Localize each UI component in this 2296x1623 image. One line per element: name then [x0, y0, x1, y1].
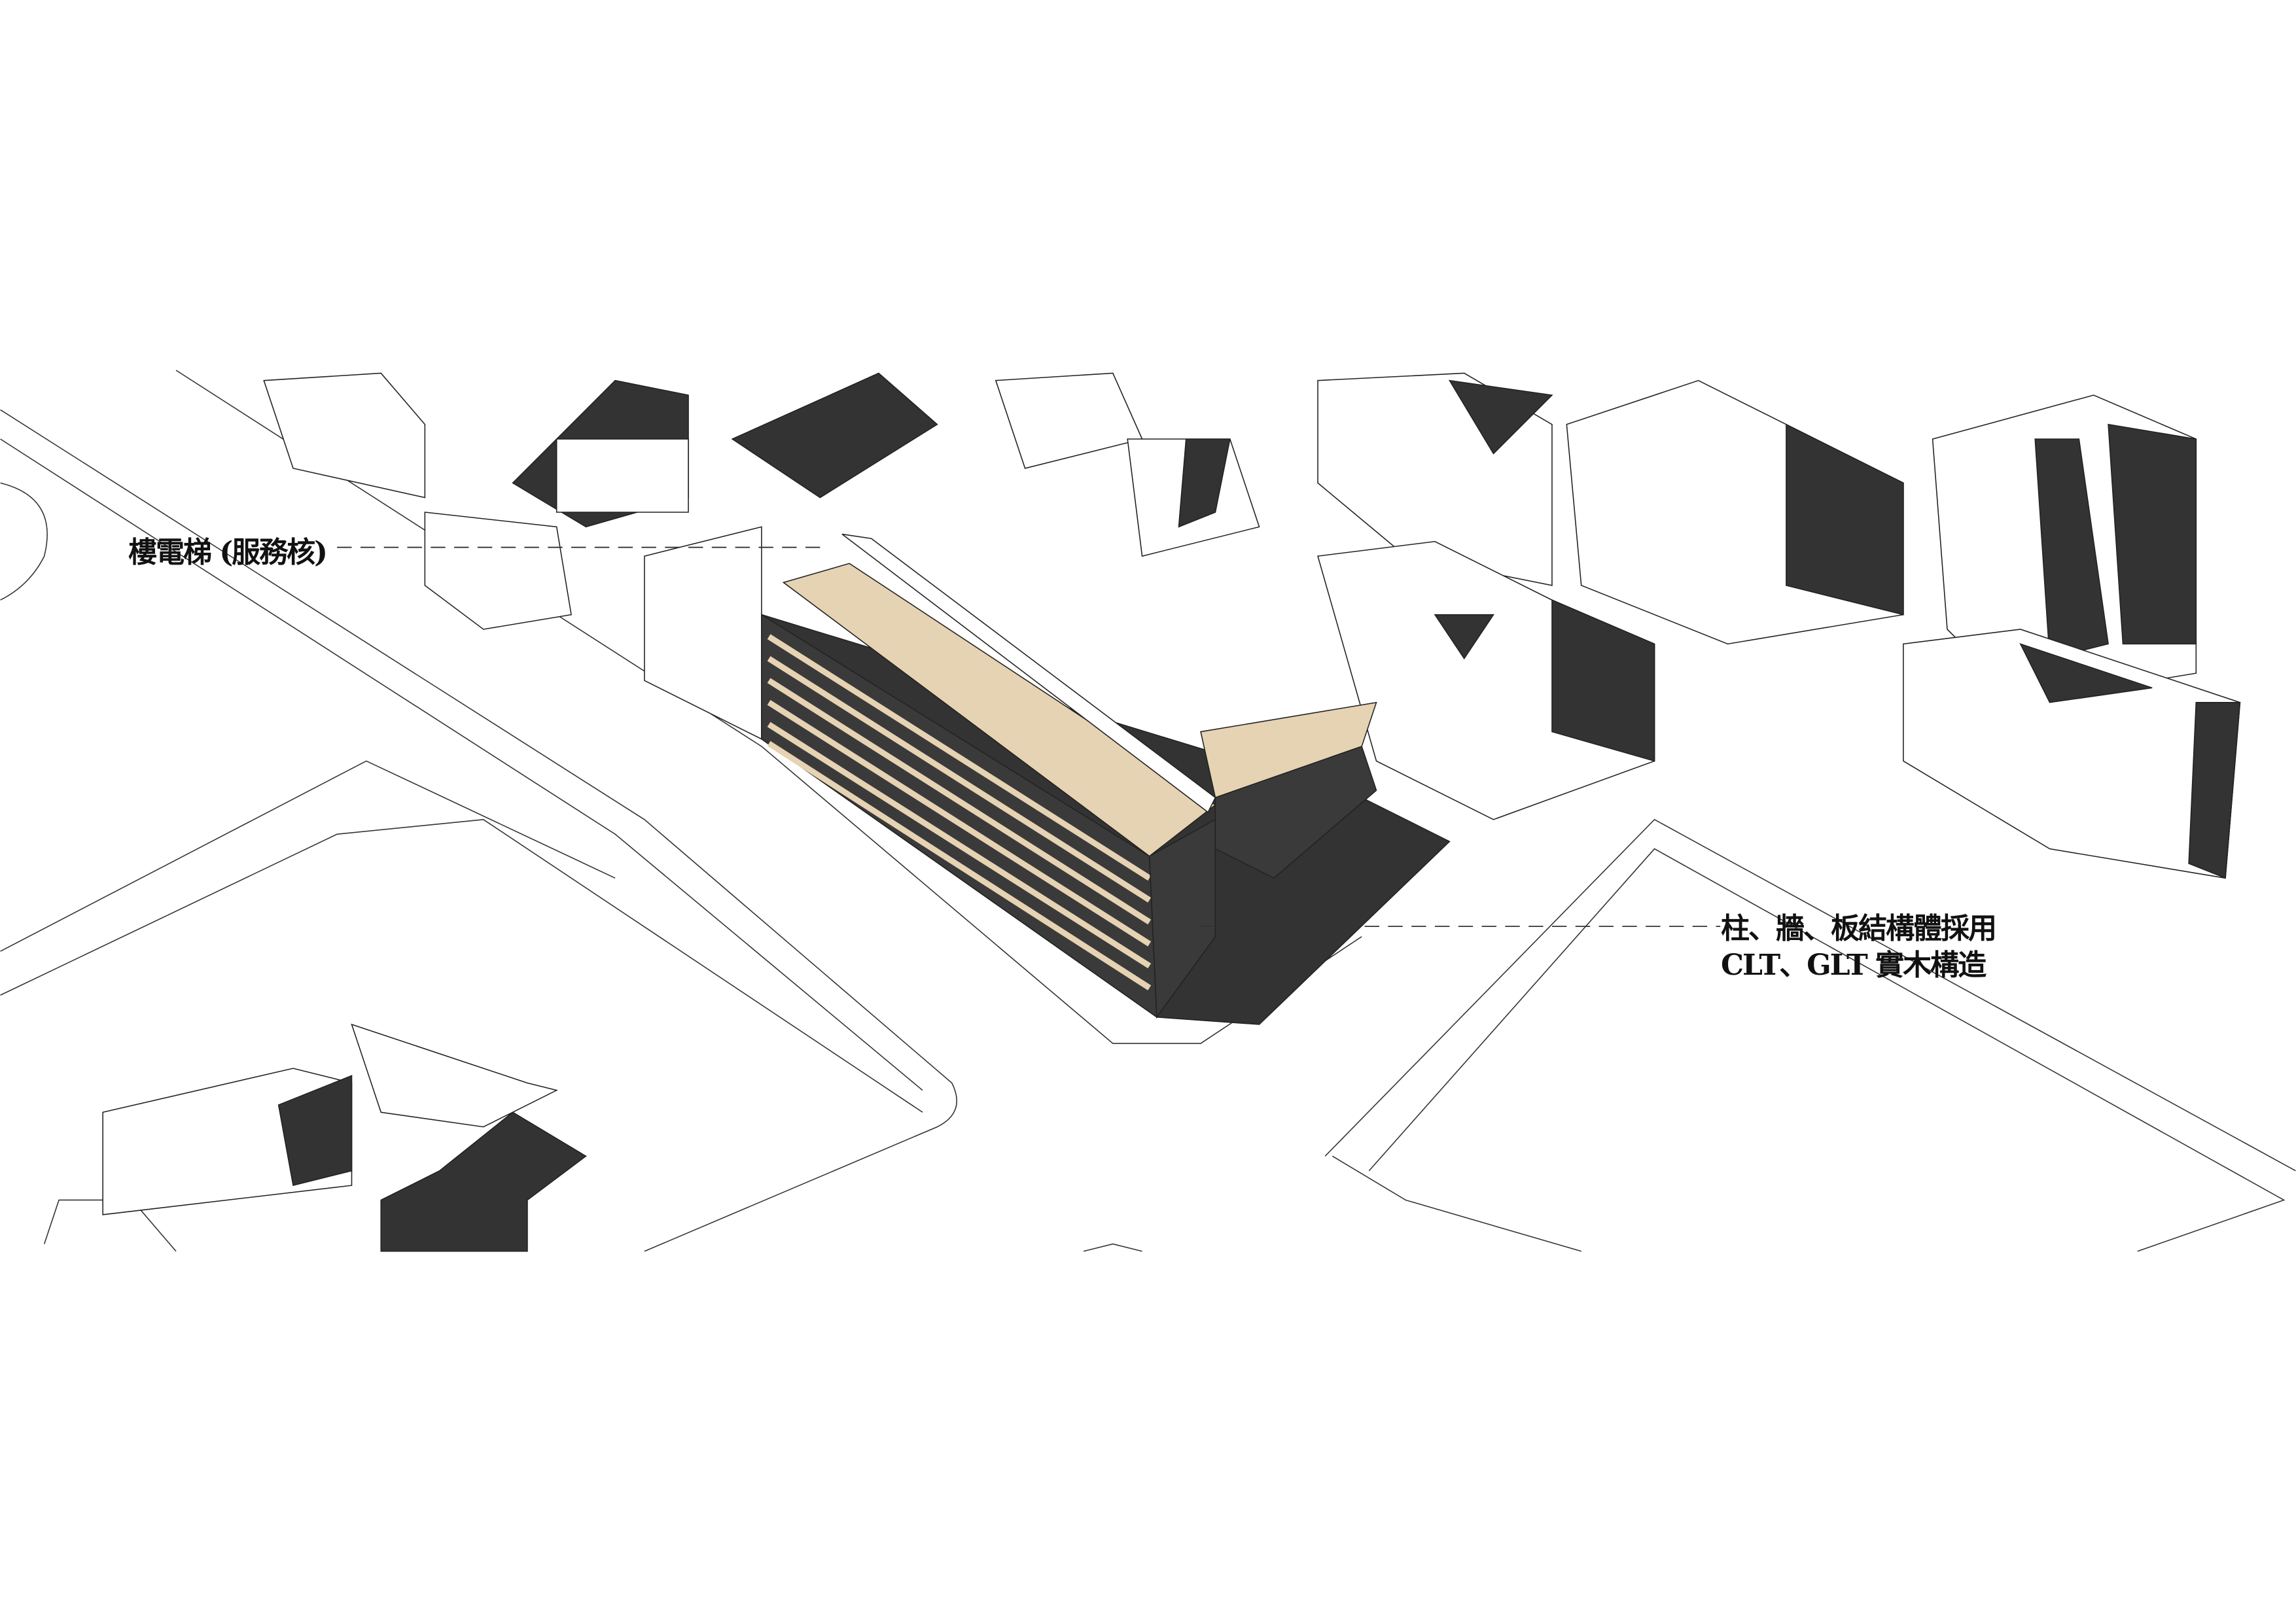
floor-slabs [767, 634, 1152, 990]
structure-annotation: 柱、牆、板結構體採用 CLT、GLT 實木構造 [1721, 911, 1997, 984]
core-tower-left [644, 526, 762, 741]
facade-side [1148, 818, 1216, 1019]
leader-lines [337, 546, 1721, 928]
context-buildings [102, 372, 2241, 1252]
structure-annotation-line2: CLT、GLT 實木構造 [1721, 949, 1987, 982]
structure-annotation-line1: 柱、牆、板結構體採用 [1721, 912, 1997, 945]
proposed-building [644, 526, 1451, 1025]
street-lines [0, 370, 2296, 1252]
core-annotation: 樓電梯 (服務核) [128, 536, 328, 569]
